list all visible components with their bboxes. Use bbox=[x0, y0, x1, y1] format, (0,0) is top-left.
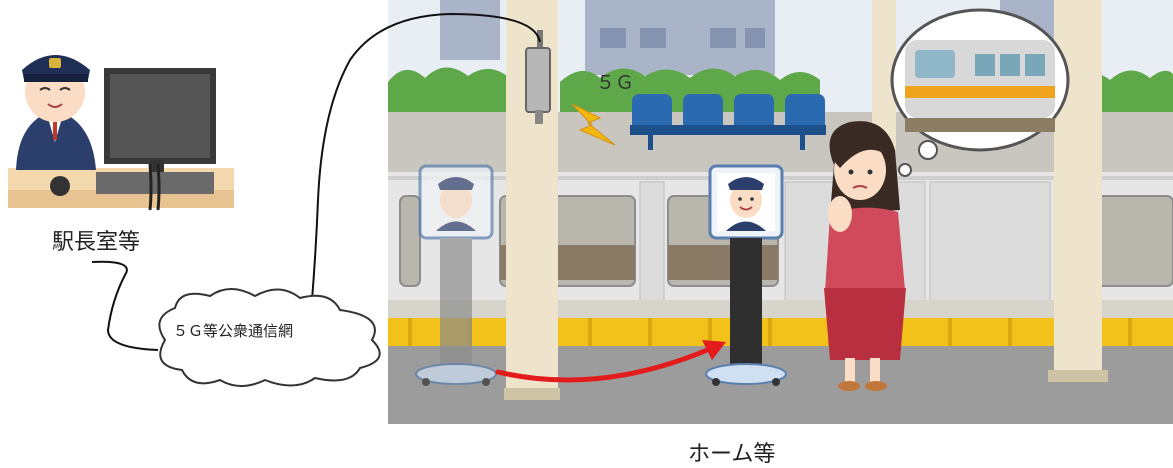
bench-icon bbox=[630, 94, 826, 150]
platform-label: ホーム等 bbox=[688, 442, 776, 467]
woman-icon bbox=[824, 121, 906, 391]
fiveg-label: ５Ｇ bbox=[596, 72, 635, 94]
thought-bubble-icon bbox=[890, 8, 1070, 177]
lightning-icon bbox=[571, 103, 616, 146]
connection-line bbox=[91, 12, 541, 351]
station-staff-icon bbox=[8, 55, 234, 211]
network-label: ５Ｇ等公衆通信網 bbox=[173, 322, 294, 340]
robot-icon bbox=[705, 164, 787, 386]
station-office-label: 駅長室等 bbox=[52, 230, 141, 255]
arrow-icon bbox=[495, 340, 726, 383]
cloud-icon bbox=[158, 288, 381, 387]
robot-icon bbox=[415, 164, 497, 386]
train-icon bbox=[905, 40, 1055, 132]
computer-monitor-icon bbox=[96, 68, 216, 211]
